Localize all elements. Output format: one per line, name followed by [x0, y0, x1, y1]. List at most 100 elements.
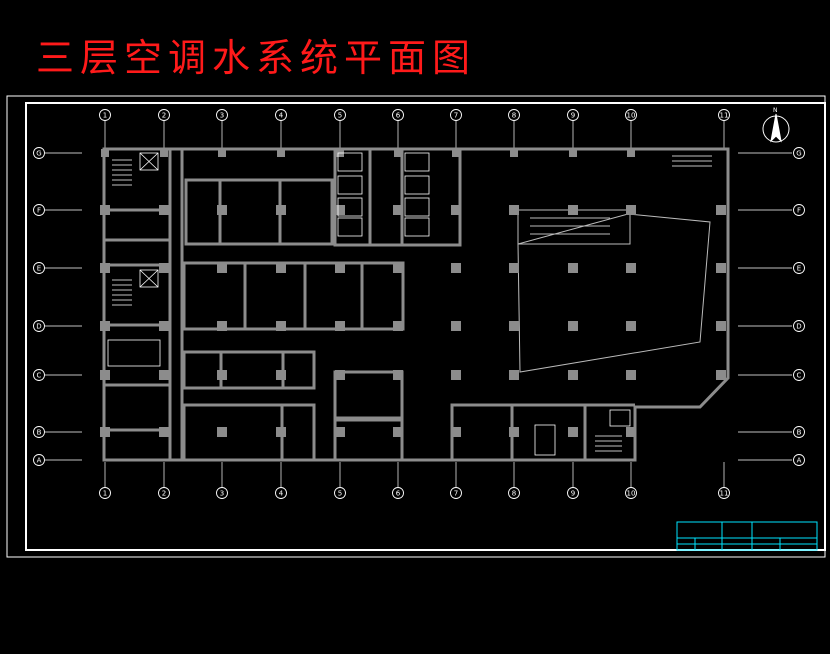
axis-label-col-7: 7: [454, 490, 458, 498]
column: [159, 427, 169, 437]
axis-bubble-col-11-bottom: [718, 487, 730, 499]
column: [509, 205, 519, 215]
axis-label-row-G: G: [36, 150, 41, 158]
axis-label-row-F: F: [797, 207, 801, 215]
axis-bubble-row-C-left: [33, 369, 45, 381]
axis-bubble-col-1-bottom: [99, 487, 111, 499]
axis-bubble-col-10-bottom: [625, 487, 637, 499]
column: [509, 370, 519, 380]
axis-label-col-9: 9: [571, 490, 575, 498]
axis-label-row-C: C: [37, 372, 42, 380]
axis-label-col-11: 11: [720, 112, 729, 120]
axis-bubble-row-A-right: [793, 454, 805, 466]
column: [626, 263, 636, 273]
axis-bubble-col-6-bottom: [392, 487, 404, 499]
column: [218, 149, 226, 157]
column: [626, 370, 636, 380]
column: [159, 263, 169, 273]
axis-label-col-2: 2: [162, 490, 166, 498]
column: [451, 205, 461, 215]
column: [335, 427, 345, 437]
axis-bubble-col-1-top: [99, 109, 111, 121]
axis-label-row-E: E: [37, 265, 41, 273]
column: [276, 263, 286, 273]
column: [217, 370, 227, 380]
axis-bubble-row-E-right: [793, 262, 805, 274]
axis-label-col-3: 3: [220, 112, 224, 120]
axis-label-col-1: 1: [103, 490, 107, 498]
column: [276, 205, 286, 215]
axis-label-col-8: 8: [512, 112, 516, 120]
axis-bubble-col-5-top: [334, 109, 346, 121]
axis-bubble-row-B-right: [793, 426, 805, 438]
column: [159, 205, 169, 215]
column: [452, 149, 460, 157]
axis-label-row-E: E: [797, 265, 801, 273]
column: [568, 263, 578, 273]
axis-bubble-row-A-left: [33, 454, 45, 466]
column: [716, 263, 726, 273]
column: [100, 370, 110, 380]
column: [393, 321, 403, 331]
column: [335, 263, 345, 273]
axis-bubble-col-9-bottom: [567, 487, 579, 499]
column: [394, 149, 402, 157]
axis-label-row-C: C: [797, 372, 802, 380]
axis-bubble-col-6-top: [392, 109, 404, 121]
column: [716, 321, 726, 331]
column: [568, 205, 578, 215]
title-block: [676, 521, 818, 551]
axis-label-row-D: D: [36, 323, 41, 331]
building-walls: [102, 147, 730, 462]
axis-bubble-col-9-top: [567, 109, 579, 121]
column: [568, 321, 578, 331]
axis-bubble-col-7-bottom: [450, 487, 462, 499]
axis-bubble-row-B-left: [33, 426, 45, 438]
axis-label-col-6: 6: [396, 112, 401, 120]
column: [393, 370, 403, 380]
column: [716, 205, 726, 215]
column: [509, 427, 519, 437]
axis-label-col-5: 5: [338, 490, 342, 498]
axis-bubble-col-8-bottom: [508, 487, 520, 499]
inner-frame: [25, 102, 826, 551]
column: [393, 205, 403, 215]
column: [393, 263, 403, 273]
axis-label-row-A: A: [797, 457, 802, 465]
column: [716, 370, 726, 380]
column: [568, 370, 578, 380]
axis-bubble-col-11-top: [718, 109, 730, 121]
column: [276, 370, 286, 380]
column: [451, 321, 461, 331]
axis-bubble-col-5-bottom: [334, 487, 346, 499]
axis-bubble-row-F-right: [793, 204, 805, 216]
axis-label-col-10: 10: [627, 490, 636, 498]
elevator-stair-symbols: [107, 152, 712, 456]
axis-bubble-col-4-top: [275, 109, 287, 121]
axis-label-col-10: 10: [627, 112, 636, 120]
column: [100, 263, 110, 273]
axis-label-col-7: 7: [454, 112, 458, 120]
column: [509, 321, 519, 331]
column: [217, 263, 227, 273]
column: [626, 427, 636, 437]
column: [277, 149, 285, 157]
axis-label-col-8: 8: [512, 490, 516, 498]
column: [335, 321, 345, 331]
axis-label-row-G: G: [796, 150, 801, 158]
structural-columns: [100, 149, 726, 437]
axis-label-col-9: 9: [571, 112, 575, 120]
axis-bubble-row-F-left: [33, 204, 45, 216]
axis-label-row-F: F: [37, 207, 41, 215]
column: [569, 149, 577, 157]
column: [335, 370, 345, 380]
column: [627, 149, 635, 157]
axis-label-col-6: 6: [396, 490, 401, 498]
column: [626, 321, 636, 331]
column: [451, 427, 461, 437]
column: [335, 205, 345, 215]
column: [451, 370, 461, 380]
axis-label-col-2: 2: [162, 112, 166, 120]
axis-bubble-col-3-bottom: [216, 487, 228, 499]
